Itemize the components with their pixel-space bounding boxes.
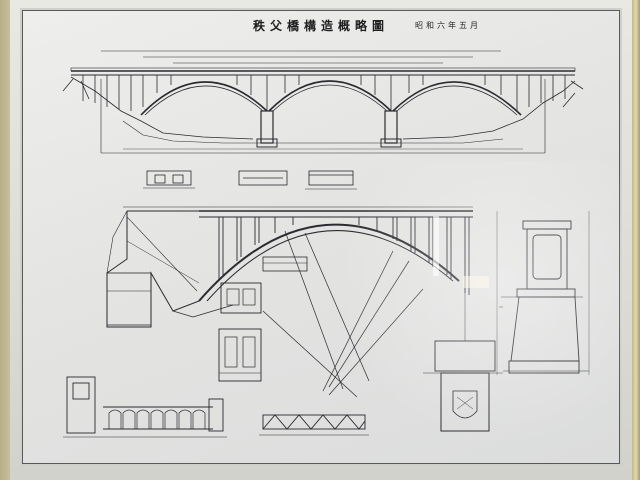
- section-details: [143, 170, 357, 190]
- cross-section: [496, 211, 590, 375]
- drawing-sheet: 秩父橋構造概略圖 昭和六年五月: [22, 10, 623, 464]
- truss-detail: [259, 414, 369, 436]
- main-arch-elevation: [106, 206, 503, 432]
- drawing-title: 秩父橋構造概略圖: [252, 19, 389, 33]
- railing-detail: [63, 376, 227, 438]
- frame-edge: [632, 0, 640, 480]
- drawing-date: 昭和六年五月: [415, 21, 481, 30]
- bridge-drawing: [62, 50, 590, 438]
- bridge-elevation: [62, 50, 584, 154]
